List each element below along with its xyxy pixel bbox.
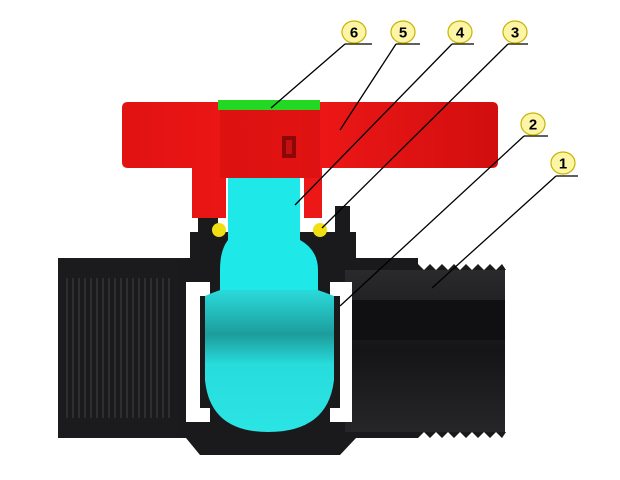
leader-line-3 [321,43,509,229]
handle [122,102,498,218]
callout-3 [502,20,528,44]
right-external-thread-bottom [418,432,506,438]
right-seat [330,282,352,422]
callout-6 [341,20,367,44]
right-body-section [345,270,505,432]
stem [220,178,318,290]
callout-label-5: 5 [399,25,407,42]
callout-2 [520,112,546,136]
callout-1 [550,151,576,175]
leader-line-5 [339,43,397,131]
cap-insert [218,100,320,110]
callouts: 6 5 4 3 2 1 [270,20,578,307]
callout-label-6: 6 [350,25,358,42]
handle-screw-slot-inner [286,140,292,154]
bore-highlight [345,300,505,340]
leader-line-6 [270,43,346,109]
leader-line-1 [431,175,557,289]
callout-label-1: 1 [559,156,567,173]
leader-line-4 [294,43,453,206]
leader-line-2 [339,135,525,307]
callout-label-4: 4 [456,25,465,42]
callout-label-2: 2 [529,117,537,134]
callout-label-3: 3 [511,25,519,42]
left-seat [186,282,210,422]
valve-seats [186,282,352,422]
callout-4 [447,20,473,44]
left-internal-thread [64,278,174,418]
stem-shaft [220,178,318,290]
stem-seal-left [212,223,226,237]
callout-5 [390,20,416,44]
ball [205,282,334,432]
handle-hub-shade [220,108,320,178]
right-external-thread-top [418,264,506,270]
